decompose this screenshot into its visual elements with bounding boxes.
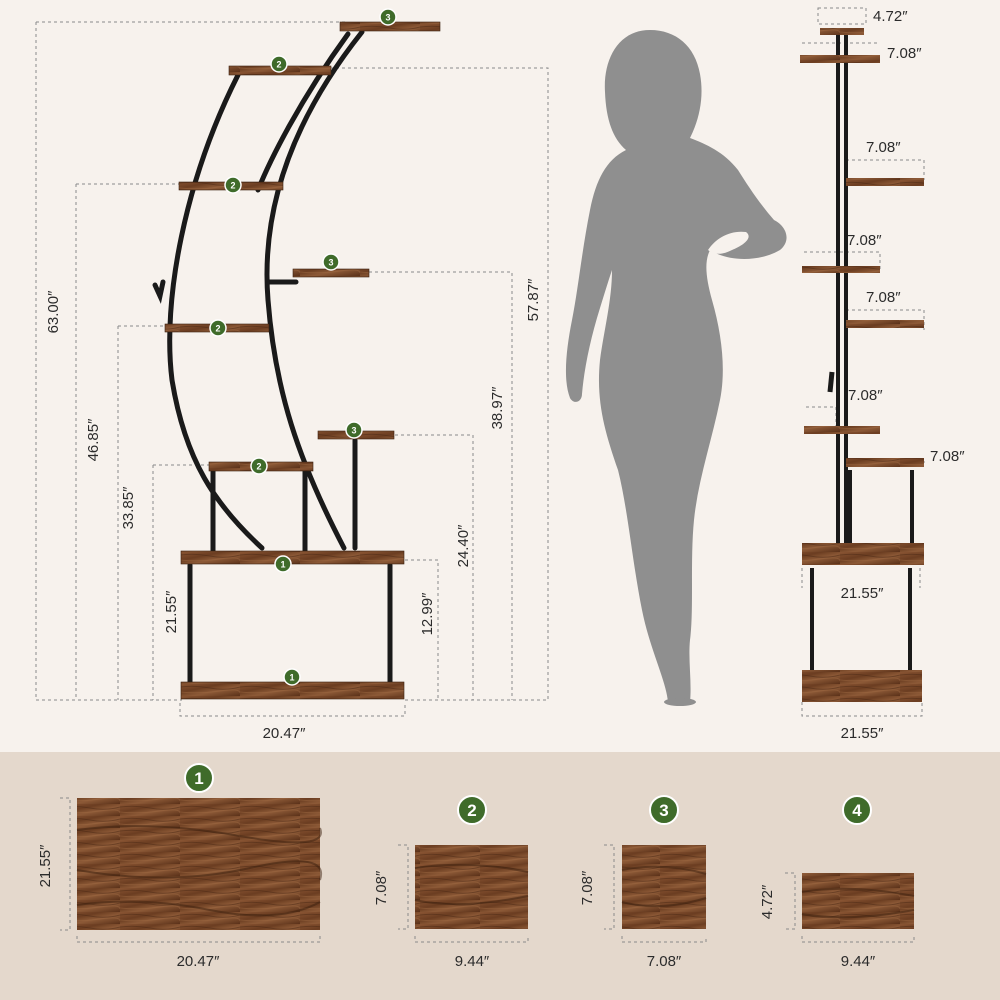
label-height-24: 24.40″ [455,524,472,568]
side-shelf-middle [802,543,924,565]
front-dimension-guides [35,21,549,717]
front-shelf-badges: 3 2 2 3 2 3 2 1 1 [209,8,397,686]
side-shelf-6 [846,458,924,467]
label-side-shelf-1: 7.08″ [887,45,922,62]
side-shelf-2 [846,178,924,186]
badge-shelf-2d: 2 [250,457,268,475]
panel-4-board [802,873,914,929]
panel-2-board [415,845,528,929]
svg-text:1: 1 [194,769,203,788]
badge-shelf-1b: 1 [283,668,301,686]
svg-text:2: 2 [276,60,281,70]
side-shelf-1 [800,55,880,63]
front-view: 3 2 2 3 2 3 2 1 1 63.00″ 46.85″ 33.85″ 2… [35,8,549,742]
label-total-height: 63.00″ [45,290,62,334]
side-shelf-5 [804,426,880,434]
panel-3-board [622,845,706,929]
side-shelf-3 [802,266,880,273]
shelf-1-middle [180,550,405,565]
badge-shelf-1a: 1 [274,555,292,573]
side-shelf-base [802,670,922,702]
label-height-33: 33.85″ [120,486,137,530]
panel-3-width: 7.08″ [647,953,682,970]
label-side-shelf-4: 7.08″ [866,289,901,306]
badge-shelf-2b: 2 [224,176,242,194]
label-height-21: 21.55″ [163,590,180,634]
label-side-shelf-6: 7.08″ [930,448,965,465]
svg-text:3: 3 [385,13,390,23]
badge-shelf-3b: 3 [345,421,363,439]
side-dimension-labels: 4.72″ 7.08″ 7.08″ 7.08″ 7.08″ 7.08″ 7.08… [841,8,966,742]
svg-text:3: 3 [351,426,356,436]
side-view: 4.72″ 7.08″ 7.08″ 7.08″ 7.08″ 7.08″ 7.08… [800,7,966,742]
label-height-46: 46.85″ [85,418,102,462]
label-height-57: 57.87″ [525,278,542,322]
panel-2-height: 7.08″ [373,870,390,905]
label-side-shelf-2: 7.08″ [866,139,901,156]
front-metal-frame [152,29,393,685]
front-dimension-labels: 63.00″ 46.85″ 33.85″ 21.55″ 57.87″ 38.97… [45,278,542,742]
svg-text:1: 1 [280,560,285,570]
label-side-shelf-5: 7.08″ [848,387,883,404]
human-silhouette [565,30,787,706]
panel-4: 4 4.72″ 9.44″ [759,795,915,970]
label-side-top: 4.72″ [873,8,908,25]
panel-1-height: 21.55″ [37,844,54,888]
label-side-mid-depth: 21.55″ [841,585,885,602]
label-front-width: 20.47″ [263,725,307,742]
label-side-shelf-3: 7.08″ [847,232,882,249]
panel-1-board [77,798,320,930]
svg-text:3: 3 [659,801,668,820]
panel-1-width: 20.47″ [177,953,221,970]
svg-text:2: 2 [256,462,261,472]
label-side-base-depth: 21.55″ [841,725,885,742]
panel-4-height: 4.72″ [759,884,776,919]
svg-text:3: 3 [328,258,333,268]
badge-shelf-2c: 2 [209,319,227,337]
panel-section: 1 21.55″ 20.47″ 2 7.08″ 9.44″ 3 7.08″ 7.… [0,752,1000,1000]
badge-shelf-3a: 3 [322,253,340,271]
side-shelves [800,28,924,702]
svg-text:2: 2 [467,801,476,820]
label-height-38: 38.97″ [489,386,506,430]
panel-2-width: 9.44″ [455,953,490,970]
svg-text:4: 4 [852,801,862,820]
svg-text:2: 2 [215,324,220,334]
panel-3-height: 7.08″ [579,870,596,905]
side-shelf-top [820,28,864,35]
panel-1: 1 21.55″ 20.47″ [37,763,323,970]
svg-text:1: 1 [289,673,294,683]
svg-text:2: 2 [230,181,235,191]
panel-3: 3 7.08″ 7.08″ [579,795,707,970]
side-shelf-4 [846,320,924,328]
panel-4-width: 9.44″ [841,953,876,970]
panel-2: 2 7.08″ 9.44″ [373,795,529,970]
label-height-12: 12.99″ [419,592,436,636]
badge-shelf-top: 3 [379,8,397,26]
badge-shelf-2a: 2 [270,55,288,73]
